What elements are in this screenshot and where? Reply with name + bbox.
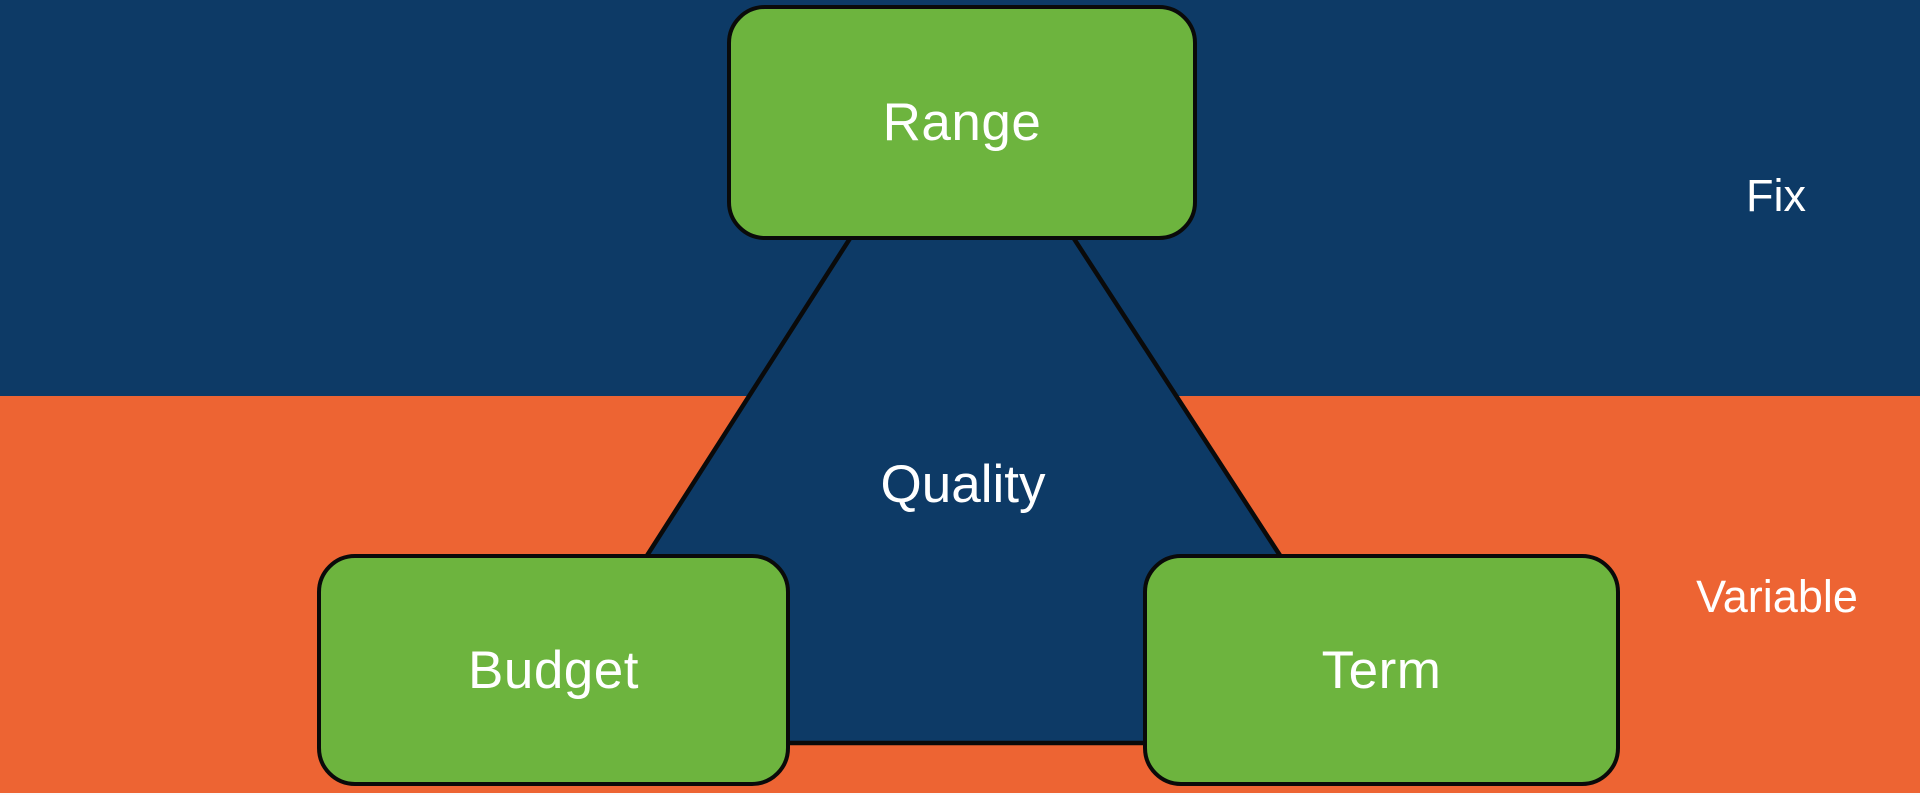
slide-bottom-edge <box>0 793 1920 795</box>
range-node: Range <box>727 5 1197 240</box>
term-node-label: Term <box>1321 640 1442 700</box>
fix-zone-label: Fix <box>1746 170 1806 221</box>
quality-label: Quality <box>880 455 1046 514</box>
variable-zone-label: Variable <box>1696 571 1858 622</box>
term-node: Term <box>1143 554 1620 786</box>
range-node-label: Range <box>882 93 1042 152</box>
budget-node: Budget <box>317 554 790 786</box>
budget-node-label: Budget <box>468 640 639 700</box>
